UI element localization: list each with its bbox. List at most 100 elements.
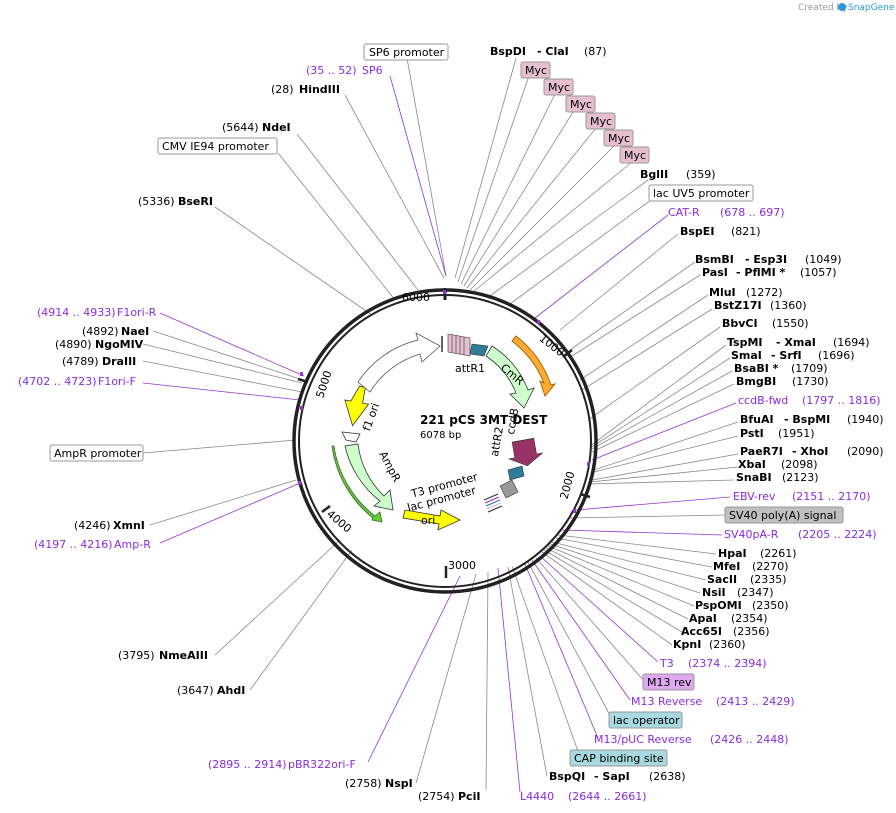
kpni-name[interactable]: KpnI [673, 638, 701, 651]
sv40-polya-box[interactable] [724, 506, 844, 524]
bspqi-name[interactable]: BspQI [549, 770, 585, 783]
f1ori-r-pos: (4914 .. 4933) [37, 306, 116, 319]
bglii-name[interactable]: BglII [640, 168, 668, 181]
xbai-name[interactable]: XbaI [738, 458, 766, 471]
myc-box-6[interactable] [619, 146, 650, 164]
srfi-name[interactable]: - SrfI [771, 349, 802, 362]
myc-box-5[interactable] [603, 129, 634, 147]
bspdi-name[interactable]: BspDI [490, 45, 526, 58]
myc-label-2: Myc [548, 81, 570, 94]
m13-puc-reverse-name[interactable]: M13/pUC Reverse [594, 733, 692, 746]
bbvci-name[interactable]: BbvCI [722, 317, 758, 330]
clai-name[interactable]: - ClaI [537, 45, 569, 58]
cap-binding-site-box[interactable] [569, 749, 668, 767]
mfei-name[interactable]: MfeI [713, 560, 740, 573]
hpai-name[interactable]: HpaI [718, 547, 747, 560]
cat-r-name[interactable]: CAT-R [668, 206, 700, 219]
ndei-name[interactable]: NdeI [262, 121, 291, 134]
myc-boxes: Myc Myc Myc Myc Myc Myc [520, 61, 650, 164]
xmni-name[interactable]: XmnI [113, 519, 145, 532]
nmeaiii-pos: (3795) [118, 649, 155, 662]
sacii-name[interactable]: SacII [707, 573, 737, 586]
sv40pa-r-name[interactable]: SV40pA-R [724, 528, 779, 541]
pbr322ori-f-name[interactable]: pBR322ori-F [288, 758, 356, 771]
m13-rev-box[interactable] [642, 673, 695, 691]
acc65i-name[interactable]: Acc65I [681, 625, 722, 638]
l4440-pos: (2644 .. 2661) [568, 790, 647, 803]
bsabi-name[interactable]: BsaBI * [734, 362, 779, 375]
ccdb-fwd-name[interactable]: ccdB-fwd [738, 394, 788, 407]
left-site-labels: (35 .. 52) SP6 (28) HindIII (5644) NdeI … [18, 64, 480, 803]
bmgbi-name[interactable]: BmgBI [736, 375, 776, 388]
bspei-name[interactable]: BspEI [680, 225, 714, 238]
m13-reverse-name[interactable]: M13 Reverse [631, 695, 702, 708]
brand-name: SnapGene [848, 3, 895, 13]
f1ori-f-name[interactable]: F1ori-F [98, 375, 136, 388]
mlui-name[interactable]: MluI [709, 286, 736, 299]
l4440-name[interactable]: L4440 [520, 790, 554, 803]
sapi-name[interactable]: - SapI [594, 770, 630, 783]
sp6-primer-pos: (35 .. 52) [306, 64, 357, 77]
bspmi-name[interactable]: - BspMI [784, 413, 830, 426]
ngomiv-name[interactable]: NgoMIV [95, 338, 144, 351]
ebv-rev-pos: (2151 .. 2170) [792, 490, 871, 503]
ahdi-pos: (3647) [177, 684, 214, 697]
ngomiv-pos: (4890) [55, 338, 92, 351]
tick-5000 [297, 377, 309, 384]
myc-box-2[interactable] [543, 78, 574, 96]
sp6-primer-name[interactable]: SP6 [362, 64, 383, 77]
bfuai-pos: (1940) [847, 413, 884, 426]
ebv-rev-name[interactable]: EBV-rev [733, 490, 776, 503]
apai-name[interactable]: ApaI [689, 612, 717, 625]
t3-name[interactable]: T3 [659, 657, 674, 670]
nsii-name[interactable]: NsiI [702, 586, 726, 599]
draiii-pos: (4789) [62, 355, 99, 368]
myc-box-4[interactable] [585, 112, 616, 130]
bmgbi-pos: (1730) [792, 375, 829, 388]
attR2-arrow [507, 465, 525, 481]
draiii-name[interactable]: DraIII [102, 355, 136, 368]
hindiii-name[interactable]: HindIII [299, 83, 340, 96]
bseri-name[interactable]: BseRI [178, 195, 213, 208]
lac-uv5-promoter-box[interactable] [648, 184, 754, 202]
tick-label-3000: 3000 [448, 559, 476, 572]
pcii-pos: (2754) [418, 790, 455, 803]
leader-lines [142, 57, 739, 793]
myc-box-1[interactable] [520, 61, 551, 79]
bstz17i-name[interactable]: BstZ17I [714, 299, 762, 312]
gray-feature-block [499, 479, 519, 499]
tick-label-4000: 4000 [324, 507, 354, 535]
pcii-name[interactable]: PciI [458, 790, 480, 803]
bsmbi-name[interactable]: BsmBI [695, 253, 734, 266]
promoter-stripes [483, 493, 503, 513]
amp-r-name[interactable]: Amp-R [114, 538, 151, 551]
orange-feature-arrow [511, 335, 557, 398]
xmai-name[interactable]: - XmaI [776, 336, 816, 349]
esp3i-name[interactable]: - Esp3I [745, 253, 787, 266]
hpai-pos: (2261) [760, 547, 797, 560]
nspi-name[interactable]: NspI [385, 777, 413, 790]
psti-name[interactable]: PstI [740, 427, 764, 440]
ampr-promoter-box[interactable] [49, 444, 144, 462]
xhoi-name[interactable]: - XhoI [792, 445, 828, 458]
sp6-promoter-box[interactable] [363, 43, 449, 61]
myc-box-3[interactable] [565, 95, 596, 113]
f1ori-r-name[interactable]: F1ori-R [117, 306, 157, 319]
pspomi-name[interactable]: PspOMI [695, 599, 742, 612]
naei-name[interactable]: NaeI [121, 325, 149, 338]
paer7i-name[interactable]: PaeR7I [740, 445, 783, 458]
cmv-promoter-box[interactable] [157, 137, 278, 155]
snabi-name[interactable]: SnaBI [736, 471, 772, 484]
ahdi-name[interactable]: AhdI [217, 684, 245, 697]
nspi-pos: (2758) [345, 777, 382, 790]
smai-name[interactable]: SmaI [731, 349, 762, 362]
attR1-label: attR1 [455, 362, 485, 375]
nmeaiii-name[interactable]: NmeAIII [159, 649, 208, 662]
ccdb-arrow [507, 437, 544, 467]
pflmi-name[interactable]: - PflMI * [736, 266, 785, 279]
lac-operator-box[interactable] [608, 711, 683, 729]
bfuai-name[interactable]: BfuAI [740, 413, 774, 426]
tspmi-name[interactable]: TspMI [727, 336, 763, 349]
pasi-name[interactable]: PasI [702, 266, 728, 279]
amp-r-primer-arrow [331, 445, 383, 523]
